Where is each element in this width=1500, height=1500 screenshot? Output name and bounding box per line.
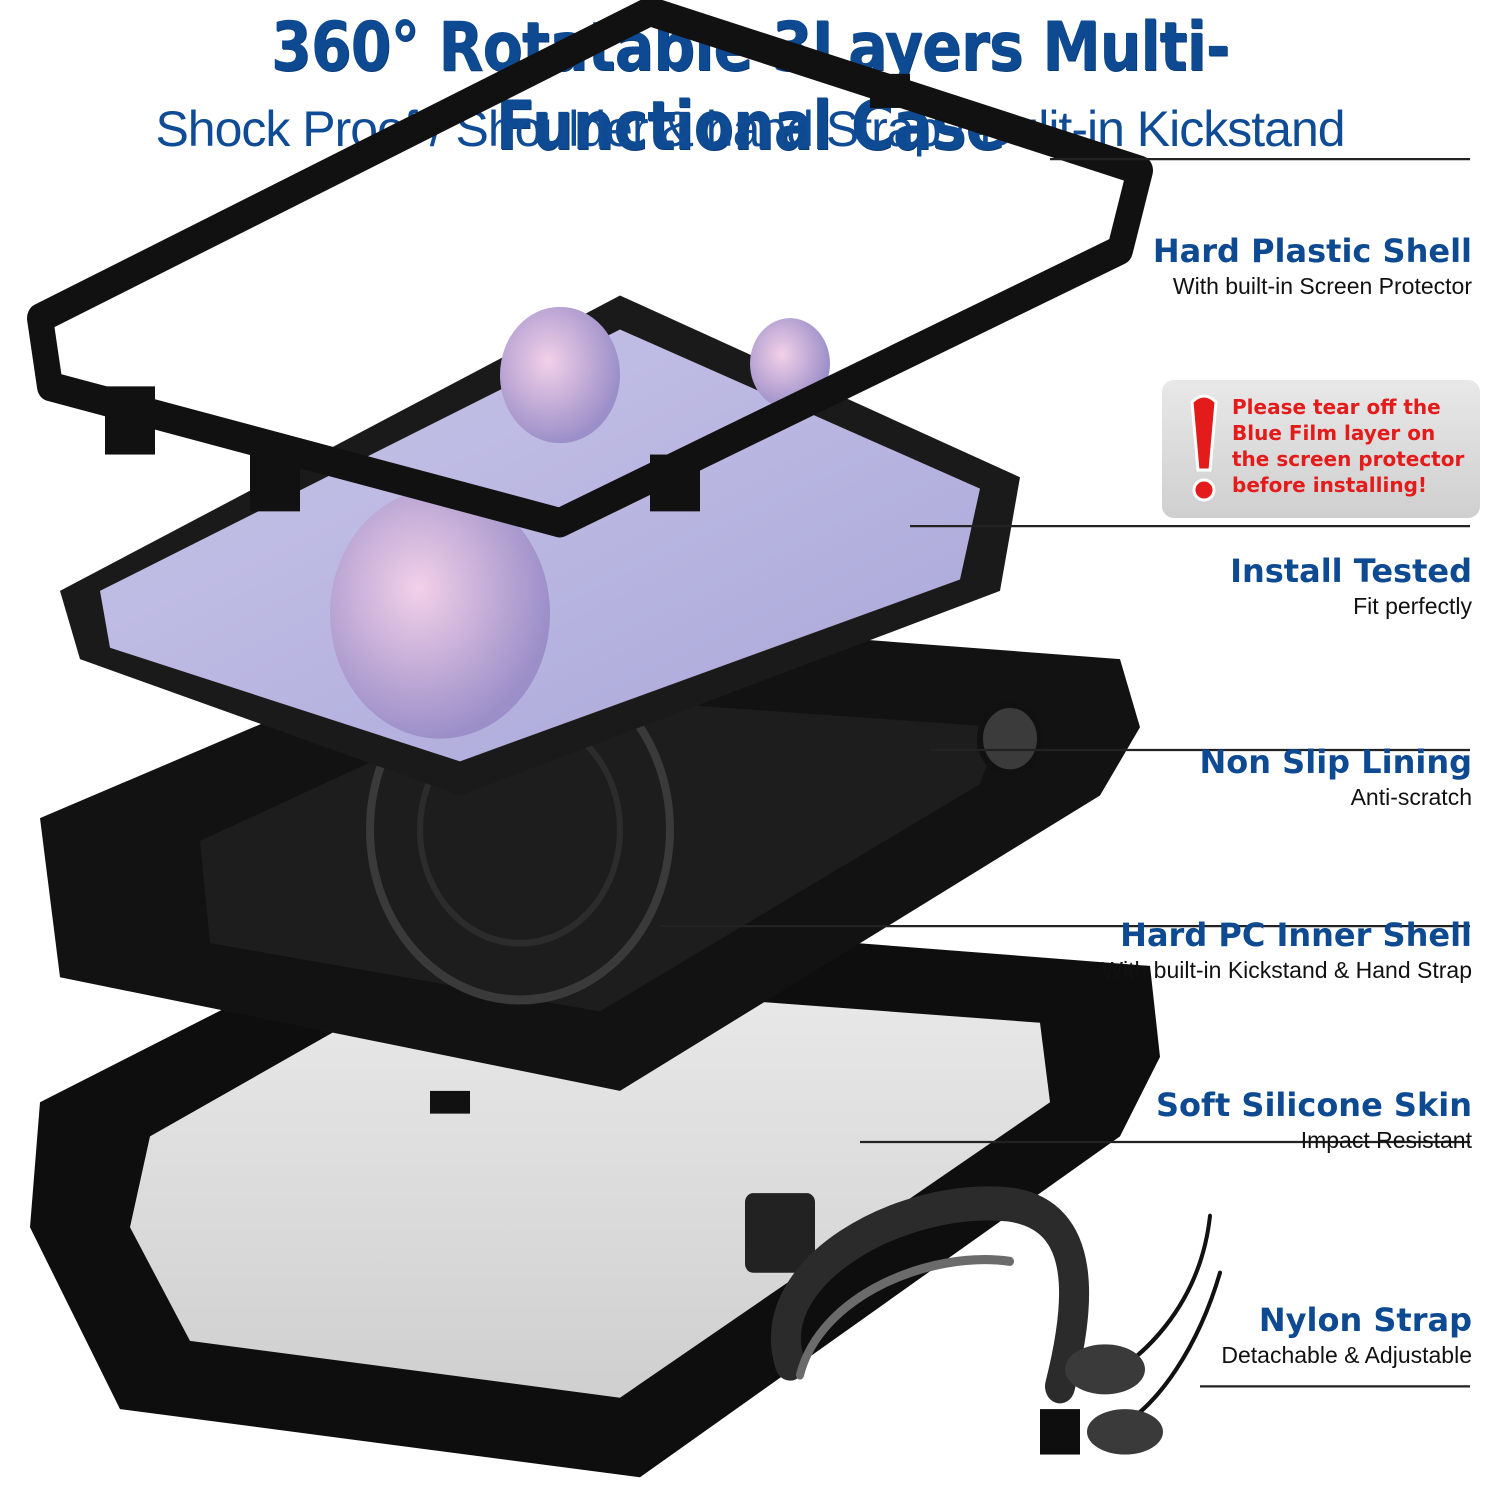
feature-subtitle: Fit perfectly [1353,593,1472,620]
exclamation-icon [1190,394,1218,502]
callout-lines [660,157,1470,1388]
feature-subtitle: With built-in Screen Protector [1172,273,1472,300]
feature-title: Hard Plastic Shell [1152,232,1472,270]
feature-install-tested: Install Tested Fit perfectly [992,552,1472,620]
silicone-skin [30,909,1160,1478]
feature-title: Nylon Strap [1258,1301,1472,1339]
nylon-strap [770,1186,1222,1455]
feature-hard-plastic-shell: Hard Plastic Shell With built-in Screen … [992,232,1472,300]
warning-line: Blue Film layer on [1232,421,1436,445]
feature-soft-silicone-skin: Soft Silicone Skin Impact Resistant [992,1086,1472,1154]
feature-subtitle: Impact Resistant [1300,1127,1472,1154]
feature-title: Hard PC Inner Shell [1120,916,1472,954]
frame-shell [27,0,1153,538]
warning-box: Please tear off the Blue Film layer on t… [1162,380,1480,518]
feature-hard-pc-inner-shell: Hard PC Inner Shell With built-in Kickst… [992,916,1472,984]
feature-title: Install Tested [1230,552,1472,590]
feature-title: Soft Silicone Skin [1156,1086,1472,1124]
warning-line: before installing! [1232,473,1428,497]
feature-title: Non Slip Lining [1199,743,1472,781]
warning-line: Please tear off the [1232,395,1441,419]
feature-subtitle: Anti-scratch [1350,784,1472,811]
feature-non-slip-lining: Non Slip Lining Anti-scratch [992,743,1472,811]
warning-line: the screen protector [1232,447,1465,471]
warning-text: Please tear off the Blue Film layer on t… [1232,394,1477,498]
feature-subtitle: Detachable & Adjustable [1221,1342,1472,1369]
feature-subtitle: With built-in Kickstand & Hand Strap [1101,957,1472,984]
feature-nylon-strap: Nylon Strap Detachable & Adjustable [992,1301,1472,1369]
